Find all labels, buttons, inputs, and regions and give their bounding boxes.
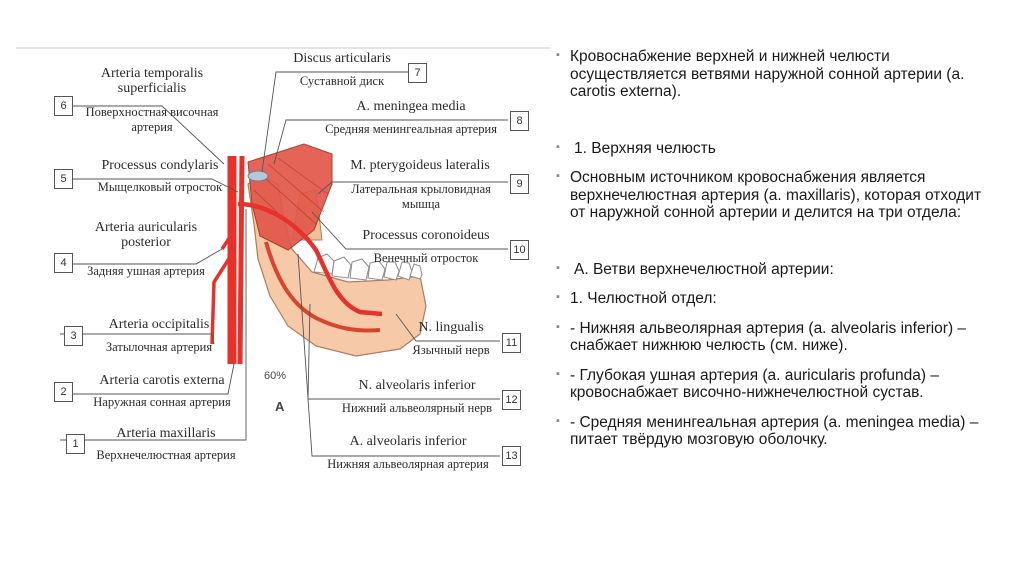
maxillary-vessel	[237, 201, 383, 317]
label-9-russian: Латеральная крыловидная мышца	[351, 182, 491, 211]
label-number-9: 9	[510, 174, 529, 194]
label-13-russian: Нижняя альвеолярная артерия	[327, 457, 489, 471]
label-9-latin: M. pterygoideus lateralis	[350, 158, 490, 173]
paragraph-upper-jaw: ▪ 1. Верхняя челюсть	[556, 140, 996, 158]
scale-note: 60%	[264, 370, 287, 382]
label-4-russian: Задняя ушная артерия	[87, 264, 205, 278]
label-number-13: 13	[502, 446, 521, 466]
label-8-russian: Средняя менингеальная артерия	[325, 122, 497, 136]
bullet-icon: ▪	[556, 367, 560, 380]
paragraph-main-source: ▪ Основным источником кровоснабжения явл…	[556, 169, 996, 222]
label-number-6: 6	[54, 96, 73, 116]
label-number-1: 1	[66, 434, 85, 454]
label-8-latin: A. meningea media	[356, 99, 466, 114]
label-number-4: 4	[54, 253, 73, 273]
anatomy-illustration	[16, 47, 550, 457]
label-5-latin: Processus condylaris	[101, 158, 219, 173]
label-11-russian: Язычный нерв	[412, 343, 490, 357]
bullet-icon: ▪	[556, 414, 560, 427]
paragraph-branches-text: А. Ветви верхнечелюстной артерии:	[574, 260, 834, 278]
label-11-latin: N. lingualis	[418, 320, 484, 335]
bullet-icon: ▪	[556, 291, 560, 303]
paragraph-intro: ▪ Кровоснабжение верхней и нижней челюст…	[556, 48, 996, 101]
label-10-russian: Венечный отросток	[373, 251, 479, 265]
panel-letter: A	[275, 399, 285, 414]
label-2-russian: Наружная сонная артерия	[93, 395, 231, 409]
paragraph-section-1-text: 1. Челюстной отдел:	[570, 290, 717, 307]
disc-shape	[247, 170, 269, 182]
paragraph-inferior-alveolar-text: - Нижняя альвеолярная артерия (a. alveol…	[570, 319, 967, 355]
label-number-7: 7	[408, 63, 427, 83]
paragraph-section-1: ▪ 1. Челюстной отдел:	[556, 290, 996, 308]
label-number-5: 5	[54, 169, 73, 189]
paragraph-deep-auricular: ▪ - Глубокая ушная артерия (a. auricular…	[556, 367, 996, 402]
label-2-latin: Arteria carotis externa	[99, 373, 225, 388]
paragraph-intro-text: Кровоснабжение верхней и нижней челюсти …	[570, 48, 965, 100]
label-4-latin: Arteria auricularis posterior	[94, 220, 198, 250]
label-1-russian: Верхнечелюстная артерия	[96, 448, 236, 462]
paragraph-upper-jaw-text: 1. Верхняя челюсть	[574, 139, 716, 157]
bullet-icon: ▪	[556, 170, 560, 182]
pterygoid-muscle-shape	[247, 143, 333, 251]
paragraph-middle-meningeal: ▪ - Средняя менингеальная артерия (a. me…	[556, 414, 996, 449]
paragraph-deep-auricular-text: - Глубокая ушная артерия (a. auricularis…	[570, 366, 940, 402]
bullet-icon: ▪	[556, 49, 560, 61]
label-6-latin: Arteria temporalis superficialis	[100, 66, 204, 96]
label-3-russian: Затылочная артерия	[105, 340, 213, 354]
label-number-8: 8	[510, 111, 529, 131]
label-1-latin: Arteria maxillaris	[116, 426, 216, 441]
label-number-11: 11	[502, 333, 521, 353]
leader-lines	[60, 71, 508, 457]
label-12-russian: Нижний альвеолярный нерв	[341, 401, 493, 415]
anatomy-figure: 6 Arteria temporalis superficialis Повер…	[16, 44, 550, 482]
label-number-10: 10	[510, 240, 529, 260]
bullet-icon: ▪	[556, 320, 560, 333]
paragraph-branches: ▪ А. Ветви верхнечелюстной артерии:	[556, 261, 996, 279]
label-number-3: 3	[64, 326, 83, 346]
bullet-icon: ▪	[556, 261, 560, 274]
paragraph-inferior-alveolar: ▪ - Нижняя альвеолярная артерия (a. alve…	[556, 320, 996, 355]
bullet-icon: ▪	[556, 140, 560, 153]
label-5-russian: Мыщелковый отросток	[97, 180, 223, 194]
label-7-latin: Discus articularis	[293, 51, 391, 66]
label-12-latin: N. alveolaris inferior	[358, 378, 476, 393]
label-number-2: 2	[54, 382, 73, 402]
paragraph-main-source-text: Основным источником кровоснабжения являе…	[570, 169, 982, 221]
label-10-latin: Processus coronoideus	[362, 228, 490, 243]
label-3-latin: Arteria occipitalis	[108, 317, 210, 332]
text-panel: ▪ Кровоснабжение верхней и нижней челюст…	[556, 44, 996, 449]
paragraph-middle-meningeal-text: - Средняя менингеальная артерия (a. meni…	[570, 413, 979, 449]
label-number-12: 12	[502, 390, 521, 410]
label-6-russian: Поверхностная височная артерия	[85, 105, 219, 134]
label-7-russian: Суставной диск	[299, 74, 385, 88]
label-13-latin: A. alveolaris inferior	[349, 434, 467, 449]
